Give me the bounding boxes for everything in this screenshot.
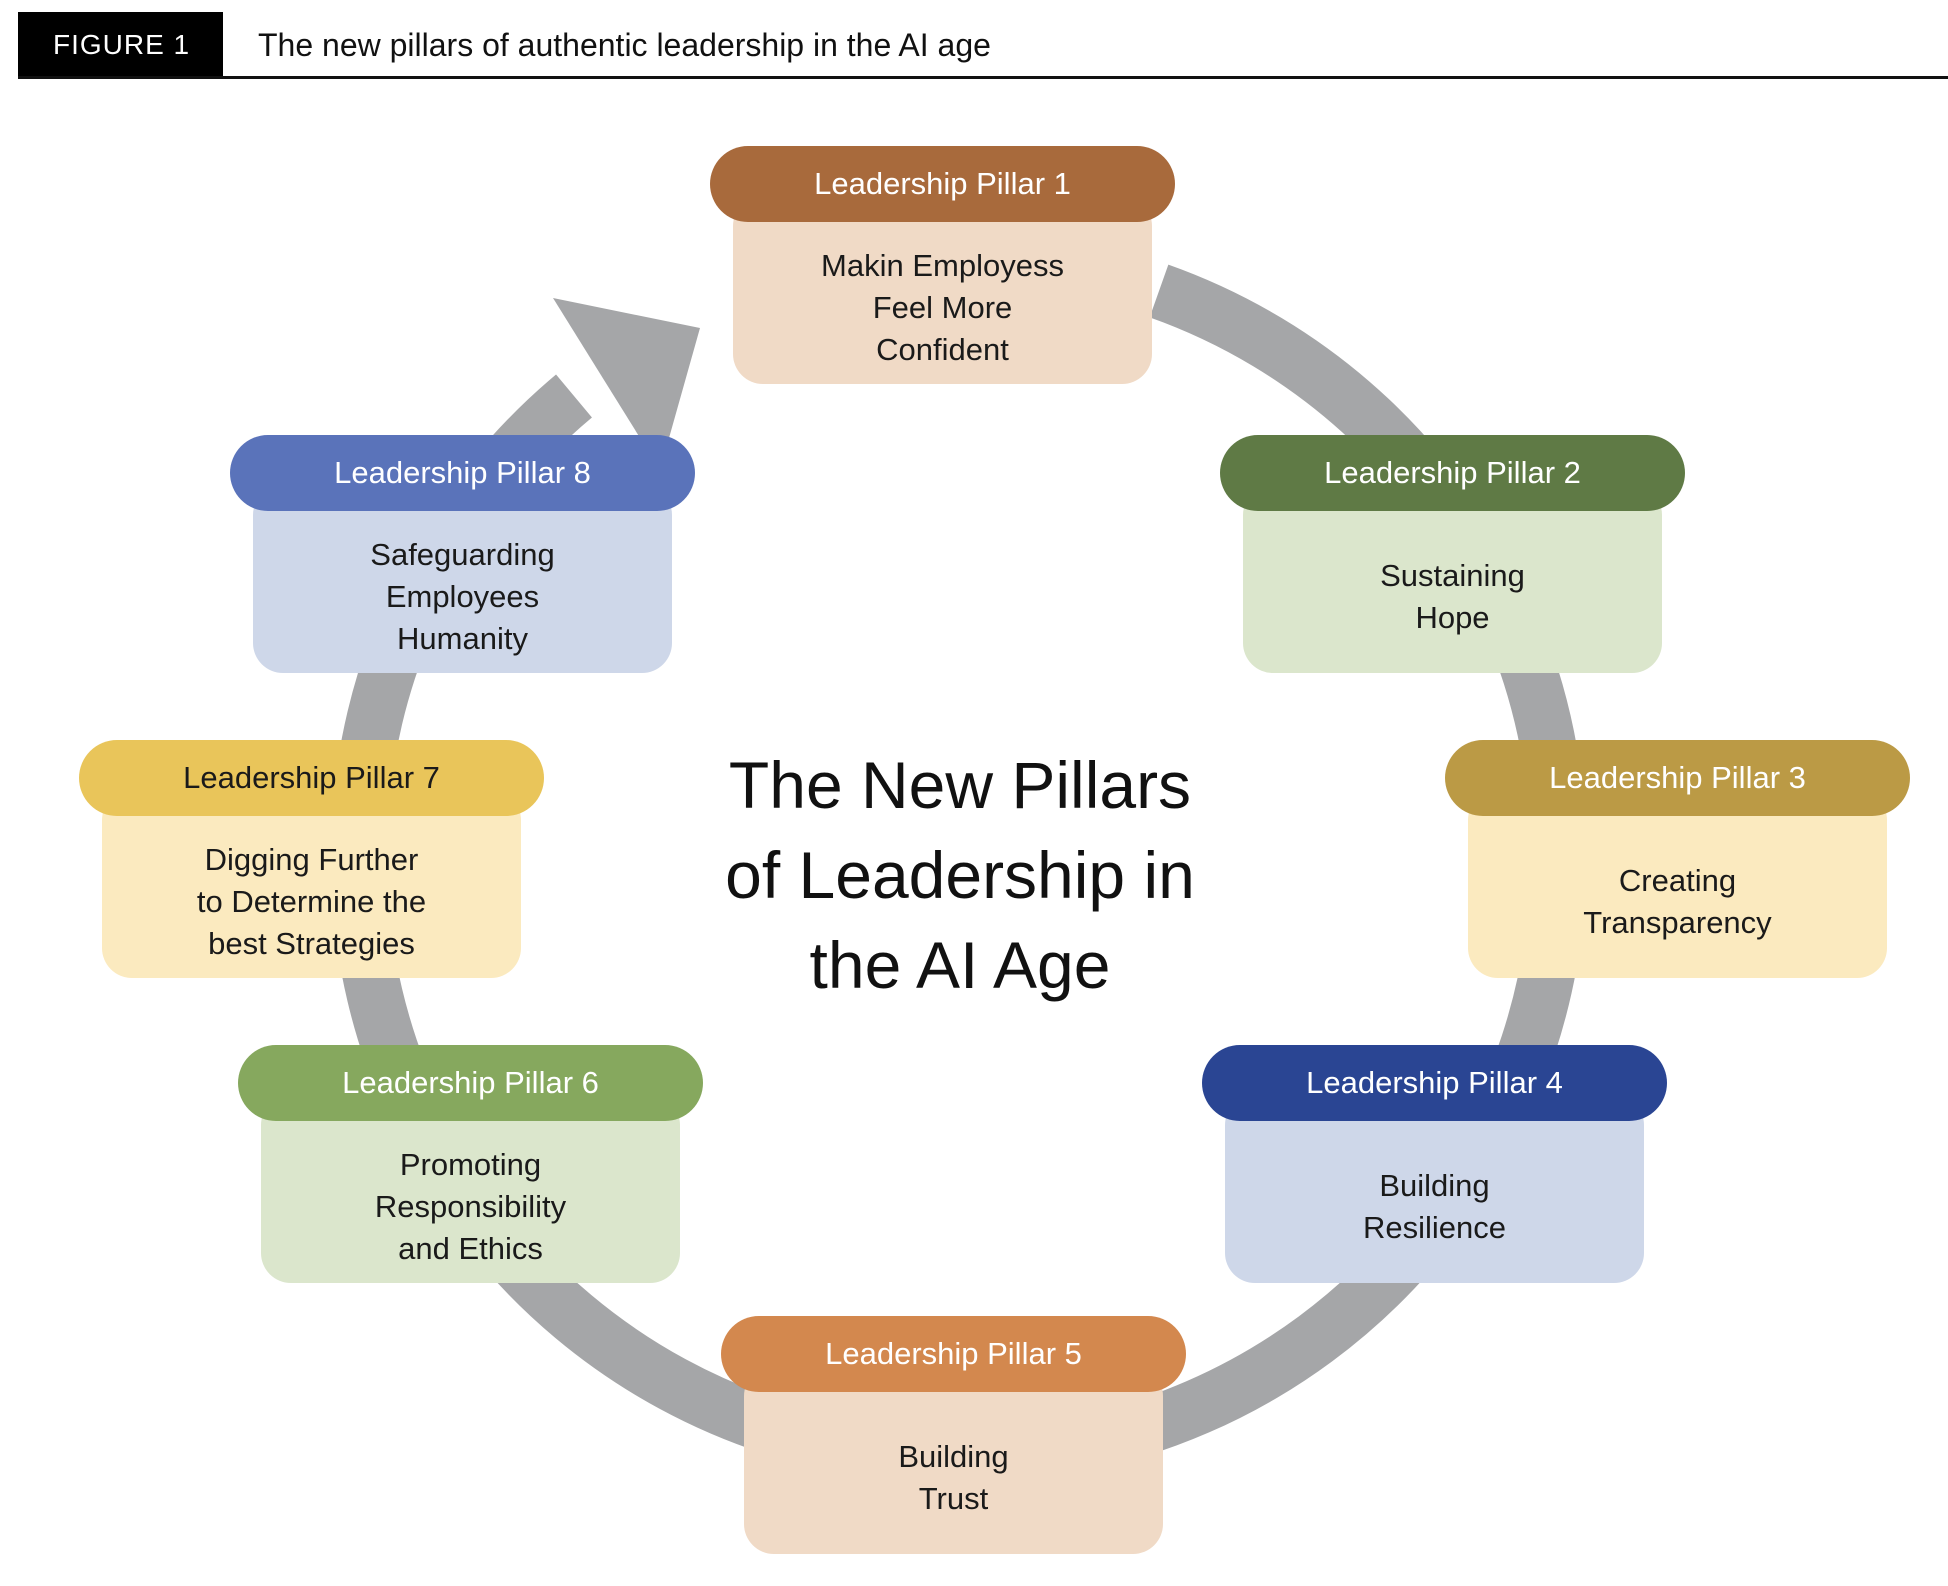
pillar-5-body: Building Trust bbox=[744, 1366, 1163, 1554]
pillar-7: Leadership Pillar 7 Digging Further to D… bbox=[79, 740, 544, 978]
pillar-8-header: Leadership Pillar 8 bbox=[230, 435, 695, 511]
pillar-4-header: Leadership Pillar 4 bbox=[1202, 1045, 1667, 1121]
pillar-2: Leadership Pillar 2 Sustaining Hope bbox=[1220, 435, 1685, 673]
pillar-1: Leadership Pillar 1 Makin Employess Feel… bbox=[710, 146, 1175, 384]
pillar-3-body: Creating Transparency bbox=[1468, 790, 1887, 978]
figure-title: The new pillars of authentic leadership … bbox=[258, 27, 991, 63]
pillar-5: Leadership Pillar 5 Building Trust bbox=[721, 1316, 1186, 1554]
pillar-2-body: Sustaining Hope bbox=[1243, 485, 1662, 673]
pillar-1-body: Makin Employess Feel More Confident bbox=[733, 196, 1152, 384]
pillar-7-text: Digging Further to Determine the best St… bbox=[196, 842, 427, 961]
pillar-3: Leadership Pillar 3 Creating Transparenc… bbox=[1445, 740, 1910, 978]
pillar-6-header: Leadership Pillar 6 bbox=[238, 1045, 703, 1121]
pillar-8-text: Safeguarding Employees Humanity bbox=[370, 537, 555, 656]
pillar-2-text: Sustaining Hope bbox=[1380, 558, 1525, 635]
arrow-head-icon bbox=[553, 298, 700, 470]
pillar-8: Leadership Pillar 8 Safeguarding Employe… bbox=[230, 435, 695, 673]
pillar-5-text: Building Trust bbox=[898, 1439, 1009, 1516]
pillar-3-text: Creating Transparency bbox=[1583, 863, 1772, 940]
pillar-4: Leadership Pillar 4 Building Resilience bbox=[1202, 1045, 1667, 1283]
pillar-6: Leadership Pillar 6 Promoting Responsibi… bbox=[238, 1045, 703, 1283]
pillar-8-body: Safeguarding Employees Humanity bbox=[253, 485, 672, 673]
pillar-3-header: Leadership Pillar 3 bbox=[1445, 740, 1910, 816]
pillar-5-header: Leadership Pillar 5 bbox=[721, 1316, 1186, 1392]
pillar-6-text: Promoting Responsibility and Ethics bbox=[374, 1147, 567, 1266]
pillar-1-header: Leadership Pillar 1 bbox=[710, 146, 1175, 222]
pillar-4-body: Building Resilience bbox=[1225, 1095, 1644, 1283]
pillar-6-body: Promoting Responsibility and Ethics bbox=[261, 1095, 680, 1283]
header-rule bbox=[18, 76, 1948, 79]
center-title: The New Pillars of Leadership in the AI … bbox=[725, 748, 1195, 1002]
pillar-7-header: Leadership Pillar 7 bbox=[79, 740, 544, 816]
pillar-4-text: Building Resilience bbox=[1362, 1168, 1506, 1245]
figure-tag: FIGURE 1 bbox=[18, 12, 223, 78]
pillar-1-text: Makin Employess Feel More Confident bbox=[821, 248, 1064, 367]
pillar-7-body: Digging Further to Determine the best St… bbox=[102, 790, 521, 978]
figure-header: FIGURE 1 The new pillars of authentic le… bbox=[18, 12, 1948, 79]
pillar-2-header: Leadership Pillar 2 bbox=[1220, 435, 1685, 511]
